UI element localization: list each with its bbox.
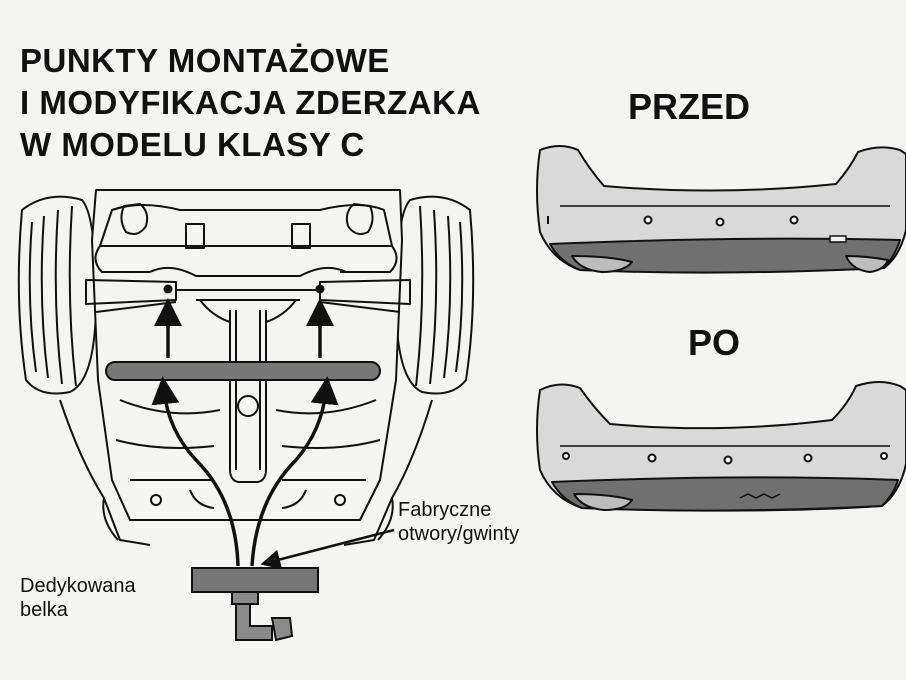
factory-holes-label-line-1: Fabryczne	[398, 499, 492, 521]
after-label: PO	[688, 322, 741, 363]
diagram-title: PUNKTY MONTAŻOWE I MODYFIKACJA ZDERZAKA …	[20, 40, 481, 166]
car-undercarriage	[17, 189, 475, 546]
right-mounting-point	[315, 284, 325, 294]
left-curved-arrow	[151, 376, 240, 567]
title-line-1: PUNKTY MONTAŻOWE	[20, 42, 390, 79]
bar-to-mount-arrows	[154, 298, 334, 358]
mounting-bar	[105, 361, 381, 381]
bumper-after	[536, 381, 906, 512]
tow-hook-icon	[231, 591, 294, 642]
right-wheel-icon	[395, 195, 475, 395]
title-line-2: I MODYFIKACJA ZDERZAKA	[20, 84, 481, 121]
factory-holes-label-line-2: otwory/gwinty	[398, 523, 520, 545]
dedicated-beam	[191, 567, 319, 593]
factory-holes-label: Fabryczne otwory/gwinty	[398, 498, 519, 546]
beam-label-line-2: belka	[20, 599, 68, 621]
beam-label-line-1: Dedykowana	[20, 575, 136, 597]
bumper-before	[536, 145, 906, 274]
left-mounting-point	[163, 284, 173, 294]
right-curved-arrow	[250, 376, 339, 567]
left-wheel-icon	[17, 195, 97, 395]
beam-curved-arrows	[151, 376, 339, 567]
title-line-3: W MODELU KLASY C	[20, 126, 365, 163]
beam-label: Dedykowana belka	[20, 574, 136, 622]
before-label: PRZED	[628, 86, 751, 127]
factory-holes-pointer-arrow	[260, 528, 395, 570]
